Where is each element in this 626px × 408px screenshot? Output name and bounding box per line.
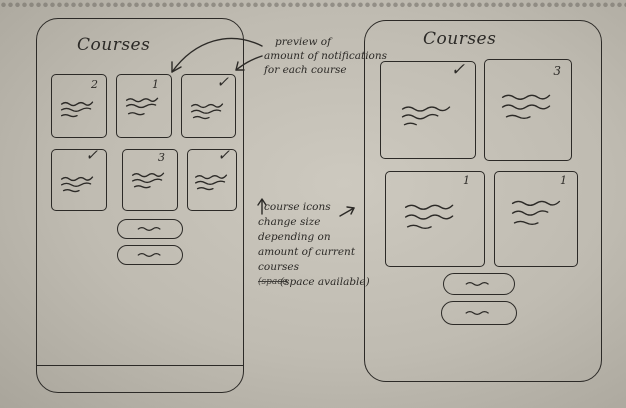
left-course-card-4: ✓ xyxy=(51,146,107,211)
course-text-scribble xyxy=(511,200,561,226)
preview-note-line-2: amount of notifications xyxy=(264,50,388,62)
right-mockup-title: Courses xyxy=(423,29,497,49)
right-course-card-2: 3 xyxy=(484,59,572,161)
left-action-pill-2 xyxy=(117,245,183,265)
preview-note-line-1: preview of xyxy=(275,36,331,48)
left-phone-mockup: Courses 2 1 ✓ ✓ 3 ✓ xyxy=(36,18,244,393)
right-action-pill-2 xyxy=(441,301,517,325)
right-phone-mockup: Courses ✓ 3 1 1 xyxy=(364,20,602,382)
left-course-card-2: 1 xyxy=(116,74,172,138)
left-bottom-nav-bar xyxy=(37,365,243,366)
notification-count-badge: 1 xyxy=(560,174,567,187)
notification-count-badge: 1 xyxy=(463,174,470,187)
course-text-scribble xyxy=(190,103,224,120)
completed-check-badge: ✓ xyxy=(217,146,230,164)
size-note-line-1: course icons xyxy=(264,201,331,213)
course-text-scribble xyxy=(501,94,551,119)
notification-count-badge: 1 xyxy=(152,78,159,91)
preview-note-line-3: for each course xyxy=(264,64,347,76)
notification-count-badge: 3 xyxy=(553,64,561,78)
course-text-scribble xyxy=(195,174,228,191)
left-course-card-1: 2 xyxy=(51,74,107,138)
size-note-line-3: depending on xyxy=(258,231,331,243)
left-course-card-5: 3 xyxy=(122,149,178,211)
pill-text-scribble xyxy=(137,253,161,257)
left-action-pill-1 xyxy=(117,219,183,239)
spiral-binding xyxy=(0,0,626,12)
size-note-line-4: amount of current xyxy=(258,246,356,258)
size-note-struck-word: (space xyxy=(258,277,288,287)
course-text-scribble xyxy=(404,204,454,229)
size-note-line-6: (space available) xyxy=(280,276,370,288)
size-note-line-2: change size xyxy=(258,216,321,228)
notification-count-badge: 3 xyxy=(158,151,165,164)
right-action-pill-1 xyxy=(443,273,515,295)
course-text-scribble xyxy=(401,106,451,126)
left-course-card-6: ✓ xyxy=(187,146,237,211)
pill-text-scribble xyxy=(465,282,489,286)
course-text-scribble xyxy=(131,172,165,189)
pill-text-scribble xyxy=(137,227,161,231)
left-course-card-3: ✓ xyxy=(181,74,236,138)
course-text-scribble xyxy=(125,97,159,116)
right-course-card-4: 1 xyxy=(494,171,578,267)
pill-text-scribble xyxy=(465,310,489,316)
course-text-scribble xyxy=(60,176,94,193)
notification-count-badge: 2 xyxy=(91,78,98,91)
right-course-card-3: 1 xyxy=(385,171,485,267)
completed-check-badge: ✓ xyxy=(216,73,229,91)
completed-check-badge: ✓ xyxy=(85,146,98,164)
size-note-line-5: courses xyxy=(258,261,299,273)
left-mockup-title: Courses xyxy=(77,35,151,55)
completed-check-badge: ✓ xyxy=(450,60,465,80)
right-course-card-1: ✓ xyxy=(380,61,476,159)
course-text-scribble xyxy=(60,101,94,118)
